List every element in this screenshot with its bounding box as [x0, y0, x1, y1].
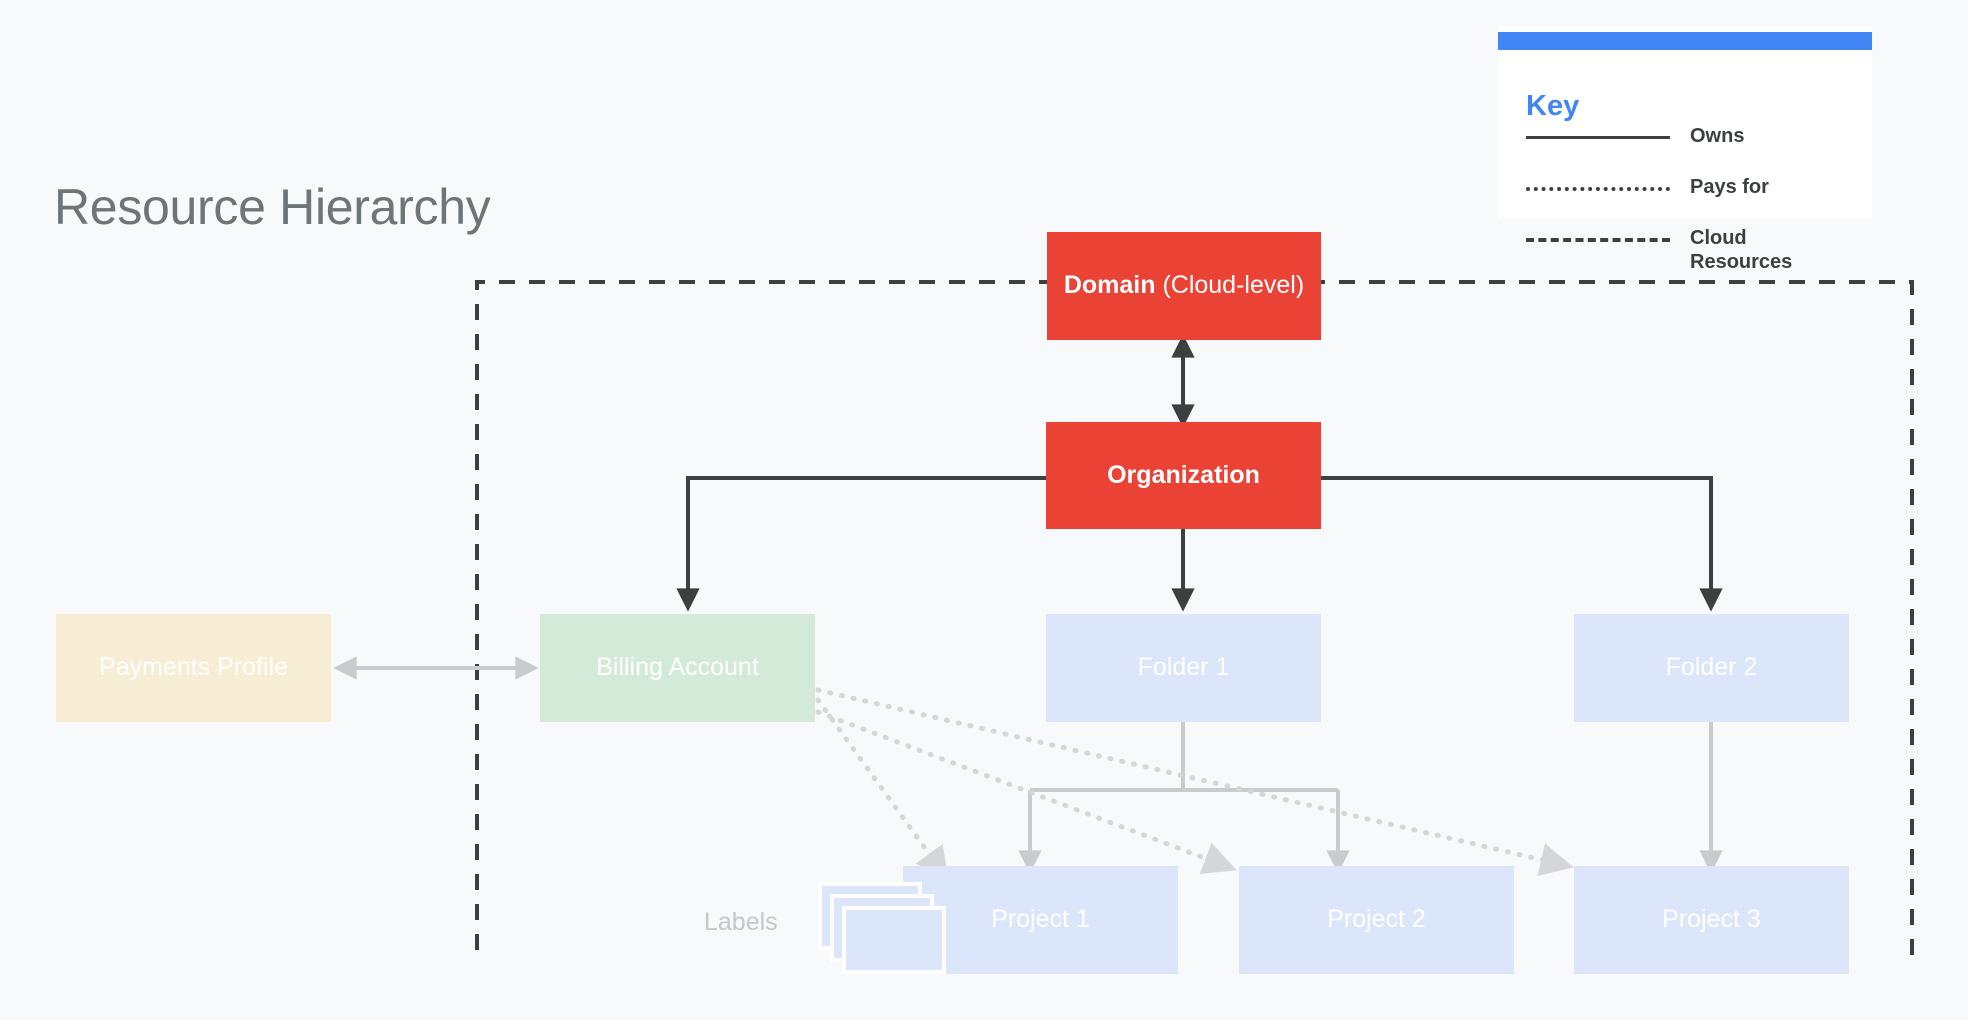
edge-billing-project1: [815, 697, 949, 881]
node-domain-label: Domain (Cloud-level): [1064, 270, 1304, 301]
page-title: Resource Hierarchy: [54, 179, 491, 235]
label-card-front: [842, 906, 946, 974]
node-payments-profile[interactable]: Payments Profile: [56, 614, 331, 722]
labels-caption: Labels: [704, 908, 778, 936]
labels-card-stack[interactable]: [818, 882, 948, 982]
legend-row-owns: Owns: [1526, 124, 1856, 156]
node-project-3[interactable]: Project 3: [1574, 866, 1849, 974]
edge-folder1-branch: [1030, 722, 1338, 792]
dotted-line-icon: [1526, 175, 1670, 201]
node-project-2[interactable]: Project 2: [1239, 866, 1514, 974]
legend-accent-bar: [1498, 32, 1872, 50]
node-folder-2[interactable]: Folder 2: [1574, 614, 1849, 722]
node-payments-profile-label: Payments Profile: [99, 653, 288, 682]
node-billing-account-label: Billing Account: [596, 653, 759, 682]
dashed-line-icon: [1526, 226, 1670, 252]
node-organization[interactable]: Organization: [1046, 422, 1321, 529]
node-folder-1[interactable]: Folder 1: [1046, 614, 1321, 722]
legend-label-cloud-resources: Cloud Resources: [1690, 227, 1793, 274]
legend-label-owns: Owns: [1690, 125, 1745, 147]
legend-heading: Key: [1526, 90, 1580, 122]
node-project-2-label: Project 2: [1327, 905, 1426, 934]
node-organization-label: Organization: [1107, 460, 1260, 489]
legend-panel: Key Owns Pays for Cloud Resources: [1498, 26, 1872, 273]
edge-billing-project2: [815, 709, 1237, 875]
node-project-1[interactable]: Project 1: [903, 866, 1178, 974]
node-domain-title: Domain: [1063, 271, 1156, 300]
solid-line-icon: [1526, 124, 1670, 150]
node-domain-suffix: (Cloud-level): [1155, 271, 1305, 300]
edge-organization-billing: [676, 476, 1046, 612]
legend-rows: Owns Pays for Cloud Resources: [1526, 124, 1856, 294]
legend-label-pays-for: Pays for: [1690, 176, 1769, 198]
legend-row-cloud-resources: Cloud Resources: [1526, 226, 1856, 275]
legend-row-pays-for: Pays for: [1526, 175, 1856, 207]
node-project-1-label: Project 1: [991, 905, 1090, 934]
node-project-3-label: Project 3: [1662, 905, 1761, 934]
node-folder-1-label: Folder 1: [1137, 653, 1230, 682]
node-domain[interactable]: Domain (Cloud-level): [1047, 232, 1321, 340]
edge-organization-folder2: [1321, 476, 1723, 612]
node-folder-2-label: Folder 2: [1665, 653, 1758, 682]
node-billing-account[interactable]: Billing Account: [540, 614, 815, 722]
